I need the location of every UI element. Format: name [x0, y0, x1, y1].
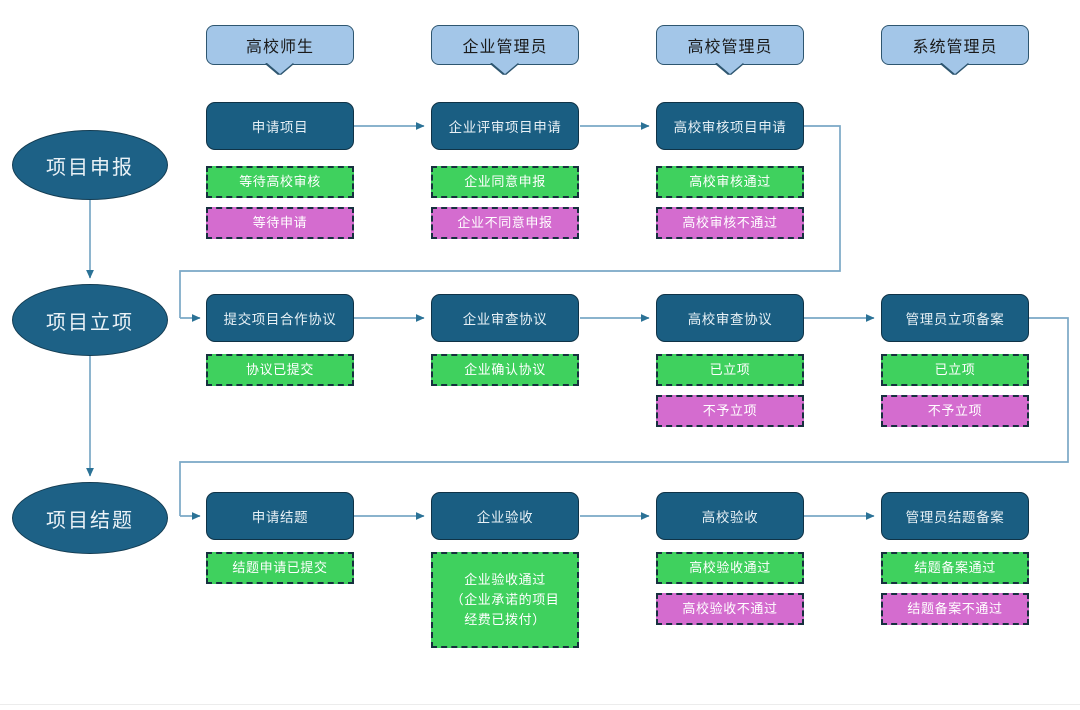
status-box-r1c3-purple: 高校审核不通过 — [656, 207, 804, 239]
status-box-r3c4-green: 结题备案通过 — [881, 552, 1029, 584]
status-label-line1: 企业验收通过 — [464, 572, 546, 587]
status-box-r2c1-green: 协议已提交 — [206, 354, 354, 386]
status-box-r3c4-purple: 结题备案不通过 — [881, 593, 1029, 625]
status-box-r2c4-green: 已立项 — [881, 354, 1029, 386]
status-box-r2c3-purple: 不予立项 — [656, 395, 804, 427]
action-label: 企业审查协议 — [462, 312, 548, 327]
bottom-divider — [0, 704, 1080, 705]
action-box-r3c3[interactable]: 高校验收 — [656, 492, 804, 540]
role-header-2: 企业管理员 — [431, 25, 579, 74]
stage-label: 项目申报 — [46, 156, 134, 179]
status-label: 企业不同意申报 — [457, 215, 553, 230]
callout-tail-icon — [267, 63, 293, 74]
action-box-r1c2[interactable]: 企业评审项目申请 — [431, 102, 579, 150]
status-label: 高校审核不通过 — [682, 215, 778, 230]
status-label: 企业确认协议 — [464, 362, 546, 377]
action-label: 管理员立项备案 — [905, 312, 1005, 327]
status-box-r1c1-purple: 等待申请 — [206, 207, 354, 239]
status-label: 结题申请已提交 — [232, 560, 328, 575]
status-label: 高校验收不通过 — [682, 601, 778, 616]
status-box-r3c1-green: 结题申请已提交 — [206, 552, 354, 584]
status-label: 等待申请 — [252, 215, 308, 230]
action-box-r2c3[interactable]: 高校审查协议 — [656, 294, 804, 342]
action-label: 高校验收 — [701, 510, 759, 525]
role-header-4: 系统管理员 — [881, 25, 1029, 74]
action-label: 申请结题 — [251, 510, 309, 525]
status-box-r2c4-purple: 不予立项 — [881, 395, 1029, 427]
action-label: 申请项目 — [251, 120, 309, 135]
stage-ellipse-3: 项目结题 — [12, 482, 168, 554]
status-box-r1c1-green: 等待高校审核 — [206, 166, 354, 198]
status-box-r3c3-green: 高校验收通过 — [656, 552, 804, 584]
status-box-r1c3-green: 高校审核通过 — [656, 166, 804, 198]
status-label: 企业同意申报 — [464, 174, 546, 189]
action-box-r3c2[interactable]: 企业验收 — [431, 492, 579, 540]
action-label: 提交项目合作协议 — [223, 312, 337, 327]
status-label: 已立项 — [934, 362, 976, 377]
action-box-r2c2[interactable]: 企业审查协议 — [431, 294, 579, 342]
role-header-label: 高校师生 — [245, 39, 314, 56]
status-box-r1c2-green: 企业同意申报 — [431, 166, 579, 198]
status-label: 已立项 — [709, 362, 751, 377]
action-label: 企业验收 — [476, 510, 534, 525]
action-box-r2c1[interactable]: 提交项目合作协议 — [206, 294, 354, 342]
status-box-r2c3-green: 已立项 — [656, 354, 804, 386]
stage-ellipse-2: 项目立项 — [12, 284, 168, 356]
status-label: 高校审核通过 — [689, 174, 771, 189]
action-label: 高校审查协议 — [687, 312, 773, 327]
status-box-r2c2-green: 企业确认协议 — [431, 354, 579, 386]
action-box-r1c1[interactable]: 申请项目 — [206, 102, 354, 150]
action-label: 企业评审项目申请 — [448, 120, 562, 135]
status-label: 不予立项 — [927, 403, 983, 418]
action-box-r2c4[interactable]: 管理员立项备案 — [881, 294, 1029, 342]
action-box-r1c3[interactable]: 高校审核项目申请 — [656, 102, 804, 150]
stage-label: 项目立项 — [46, 311, 134, 334]
status-box-r3c3-purple: 高校验收不通过 — [656, 593, 804, 625]
role-header-label: 系统管理员 — [912, 39, 998, 56]
status-label: 结题备案不通过 — [907, 601, 1003, 616]
status-label-line2: （企业承诺的项目 — [450, 592, 560, 607]
status-label: 等待高校审核 — [239, 174, 321, 189]
stage-ellipse-1: 项目申报 — [12, 130, 168, 200]
stage-label: 项目结题 — [46, 509, 134, 532]
role-header-1: 高校师生 — [206, 25, 354, 74]
status-box-r1c2-purple: 企业不同意申报 — [431, 207, 579, 239]
status-label: 高校验收通过 — [689, 560, 771, 575]
status-label-line3: 经费已拨付） — [464, 612, 546, 627]
action-label: 管理员结题备案 — [905, 510, 1005, 525]
callout-tail-icon — [717, 63, 743, 74]
status-box-r3c2-green: 企业验收通过 （企业承诺的项目 经费已拨付） — [431, 552, 579, 648]
callout-tail-icon — [492, 63, 518, 74]
role-header-3: 高校管理员 — [656, 25, 804, 74]
action-box-r3c1[interactable]: 申请结题 — [206, 492, 354, 540]
status-label: 不予立项 — [702, 403, 758, 418]
status-label: 结题备案通过 — [914, 560, 996, 575]
role-header-label: 高校管理员 — [687, 39, 773, 56]
role-header-label: 企业管理员 — [462, 39, 548, 56]
callout-tail-icon — [942, 63, 968, 74]
status-label: 协议已提交 — [245, 362, 314, 377]
action-label: 高校审核项目申请 — [673, 120, 787, 135]
action-box-r3c4[interactable]: 管理员结题备案 — [881, 492, 1029, 540]
